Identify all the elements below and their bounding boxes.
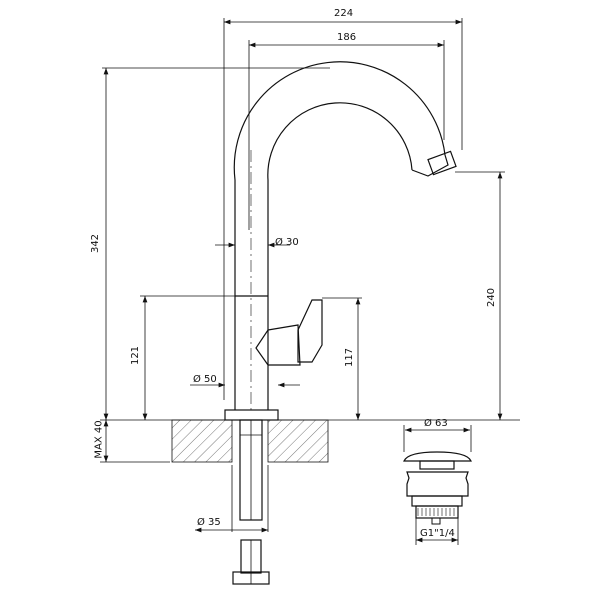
dim-label-diameter-50: Ø 50 (193, 374, 217, 385)
dim-label-max-40: MAX 40 (93, 420, 105, 459)
dim-label-diameter-35: Ø 35 (197, 517, 221, 528)
dim-label-224: 224 (334, 8, 354, 19)
countertop-section (171, 419, 233, 463)
dim-label-342: 342 (90, 233, 102, 254)
handle-lever (297, 299, 323, 363)
drain-body (406, 471, 469, 497)
handle-body (255, 324, 301, 366)
dim-label-diameter-63: Ø 63 (424, 418, 448, 429)
spout (233, 61, 446, 410)
dim-label-186: 186 (337, 32, 357, 43)
dim-label-121: 121 (130, 345, 142, 366)
drain-cap (403, 451, 472, 462)
dim-label-117: 117 (344, 347, 356, 368)
dim-label-diameter-30: Ø 30 (275, 237, 299, 248)
base-flange (224, 409, 279, 421)
dim-label-240: 240 (486, 287, 498, 308)
dim-label-thread: G1"1/4 (420, 528, 455, 539)
